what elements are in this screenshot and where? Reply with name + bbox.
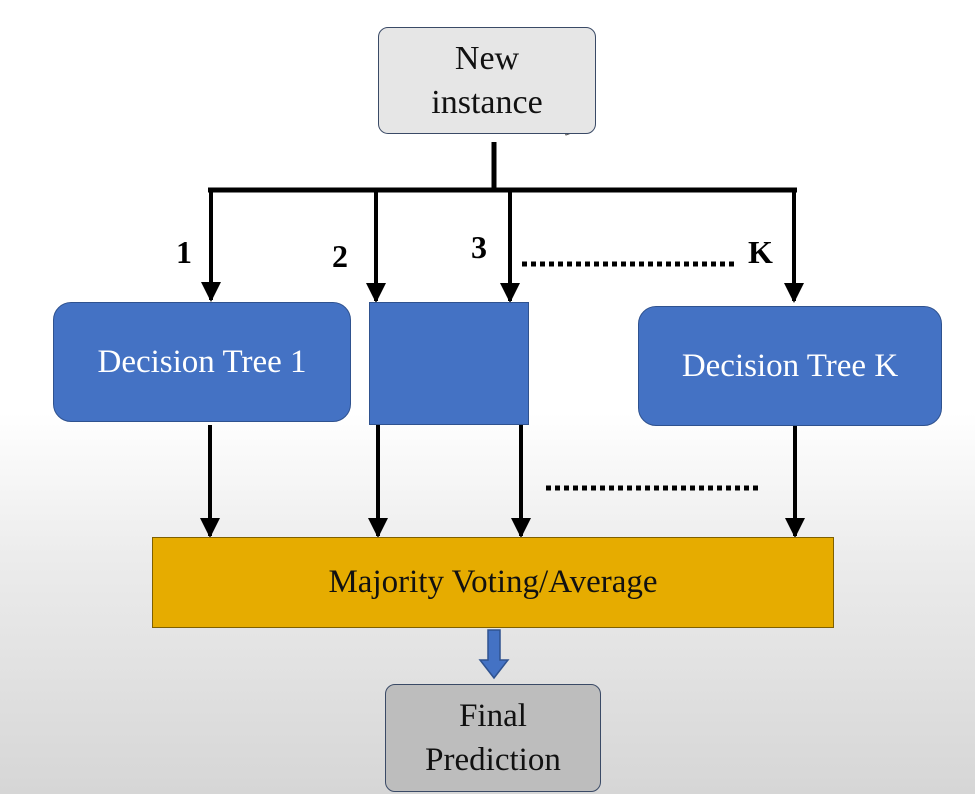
branch-label-1: 1 (176, 234, 192, 270)
majority-voting-label: Majority Voting/Average (328, 564, 658, 600)
decision-tree-1-box: Decision Tree 1 (53, 302, 351, 422)
branch-label-2: 2 (332, 238, 348, 274)
branch-label-k: K (748, 234, 773, 270)
final-prediction-line2: Prediction (425, 742, 561, 778)
decision-tree-middle-box (369, 302, 529, 425)
final-prediction-box: Final Prediction (385, 684, 601, 792)
final-arrow (478, 629, 510, 680)
decision-tree-k-label: Decision Tree K (681, 347, 899, 384)
majority-voting-box: Majority Voting/Average (152, 537, 834, 628)
final-prediction-line1: Final (459, 698, 527, 734)
new-instance-box: New instance (378, 27, 596, 134)
decision-tree-k-box: Decision Tree K (638, 306, 942, 426)
branch-label-3: 3 (471, 229, 487, 265)
new-instance-line1: New (454, 39, 520, 77)
new-instance-line2: instance (431, 83, 543, 121)
decision-tree-1-label: Decision Tree 1 (97, 343, 307, 380)
